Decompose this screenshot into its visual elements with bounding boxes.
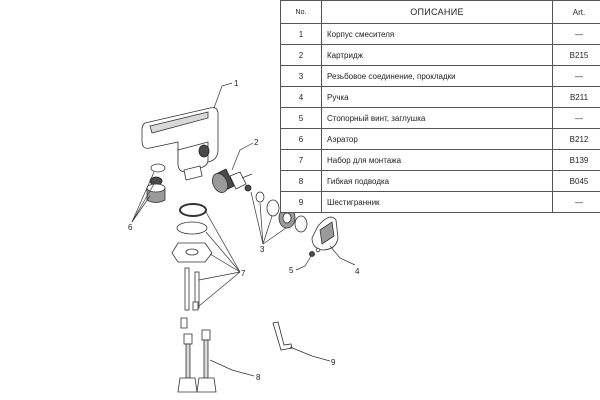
callout-7: 7 — [241, 269, 246, 278]
header-description: ОПИСАНИЕ — [321, 0, 553, 24]
row-no: 6 — [280, 128, 322, 150]
table-row: 6 Аэратор B212 — [280, 128, 600, 150]
table-row: 3 Резьбовое соединение, прокладки — — [280, 65, 600, 87]
callout-8: 8 — [256, 373, 261, 382]
table-row: 7 Набор для монтажа B139 — [280, 149, 600, 171]
callout-5: 5 — [289, 266, 294, 275]
row-no: 7 — [280, 149, 322, 171]
aerator — [146, 163, 166, 203]
callout-6: 6 — [128, 223, 133, 232]
header-no: No. — [280, 0, 322, 24]
table-row: 9 Шестигранник — — [280, 191, 600, 213]
row-art: B215 — [552, 44, 600, 66]
row-no: 2 — [280, 44, 322, 66]
handle — [311, 216, 339, 251]
callout-2: 2 — [254, 138, 259, 147]
row-description: Картридж — [321, 44, 553, 66]
mixer-body — [141, 107, 219, 181]
row-description: Гибкая подводка — [321, 170, 553, 192]
parts-table-header: No. ОПИСАНИЕ Art. — [280, 0, 600, 24]
row-description: Корпус смесителя — [321, 23, 553, 45]
row-art: B212 — [552, 128, 600, 150]
row-description: Стопорный винт, заглушка — [321, 107, 553, 129]
row-art: B139 — [552, 149, 600, 171]
row-no: 8 — [280, 170, 322, 192]
table-row: 5 Стопорный винт, заглушка — — [280, 107, 600, 129]
table-row: 1 Корпус смесителя — — [280, 23, 600, 45]
row-description: Набор для монтажа — [321, 149, 553, 171]
row-description: Резьбовое соединение, прокладки — [321, 65, 553, 87]
row-no: 9 — [280, 191, 322, 213]
row-art: — — [552, 107, 600, 129]
row-no: 5 — [280, 107, 322, 129]
hex-key — [272, 321, 293, 351]
row-art: — — [552, 23, 600, 45]
mounting-kit — [171, 203, 213, 329]
header-art: Art. — [552, 0, 600, 24]
row-description: Шестигранник — [321, 191, 553, 213]
callout-9: 9 — [331, 358, 336, 367]
row-no: 4 — [280, 86, 322, 108]
row-art: — — [552, 65, 600, 87]
callout-3: 3 — [260, 245, 265, 254]
flexible-hoses — [177, 329, 217, 393]
parts-table: No. ОПИСАНИЕ Art. 1 Корпус смесителя — 2… — [280, 0, 600, 213]
callout-1: 1 — [234, 79, 239, 88]
row-description: Аэратор — [321, 128, 553, 150]
callout-4: 4 — [355, 267, 360, 276]
table-row: 4 Ручка B211 — [280, 86, 600, 108]
row-art: B045 — [552, 170, 600, 192]
row-art: — — [552, 191, 600, 213]
callout-numbers: 1 2 3 4 5 6 7 8 9 — [128, 79, 360, 382]
table-row: 8 Гибкая подводка B045 — [280, 170, 600, 192]
table-row: 2 Картридж B215 — [280, 44, 600, 66]
cartridge — [211, 168, 253, 193]
row-no: 1 — [280, 23, 322, 45]
set-screw — [309, 247, 321, 257]
threaded-connection-gaskets — [244, 184, 308, 233]
row-art: B211 — [552, 86, 600, 108]
row-no: 3 — [280, 65, 322, 87]
leader-lines — [131, 82, 356, 377]
row-description: Ручка — [321, 86, 553, 108]
